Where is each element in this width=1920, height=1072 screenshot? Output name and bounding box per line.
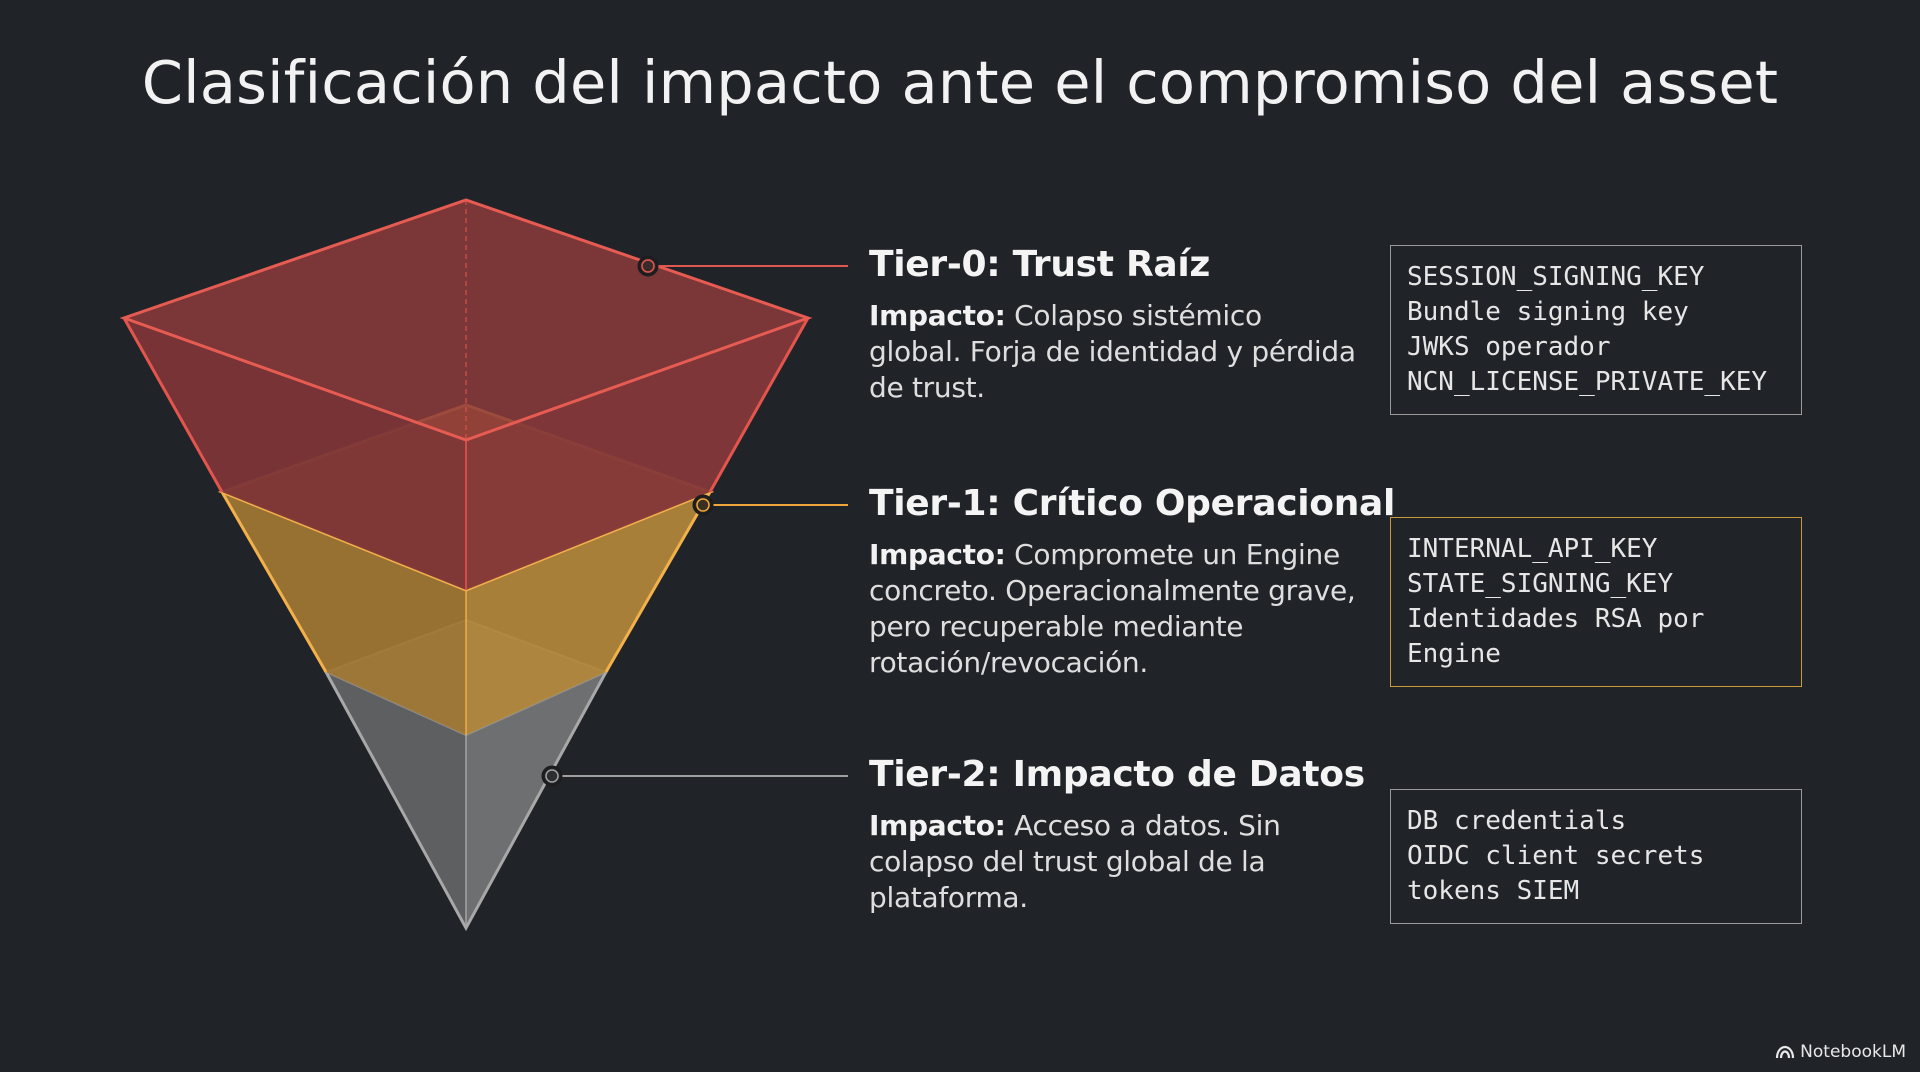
- tier-1-impact-text: Compromete un Engine concreto. Operacion…: [869, 538, 1356, 679]
- tier-1-asset: INTERNAL_API_KEY: [1407, 534, 1658, 564]
- tier-2-asset: DB credentials: [1407, 806, 1627, 836]
- tier-0-description: Impacto: Colapso sistémico global. Forja…: [869, 298, 1359, 406]
- tier-0-asset-box: SESSION_SIGNING_KEY Bundle signing key J…: [1390, 245, 1802, 415]
- tier-1-connector: [692, 494, 848, 516]
- tier-0-segment: [119, 198, 813, 590]
- tier-2-asset: tokens SIEM: [1407, 876, 1580, 906]
- tier-1-description: Impacto: Compromete un Engine concreto. …: [869, 537, 1359, 681]
- tier-0-asset: SESSION_SIGNING_KEY: [1407, 262, 1705, 292]
- tier-0-asset: JWKS operador: [1407, 332, 1611, 362]
- tier-2-impact-label: Impacto:: [869, 809, 1006, 842]
- brand-label: NotebookLM: [1800, 1042, 1906, 1062]
- tier-0-connector: [637, 255, 848, 277]
- tier-1-impact-label: Impacto:: [869, 538, 1006, 571]
- tier-1-asset: Identidades RSA por: [1407, 604, 1705, 634]
- tier-0-asset: NCN_LICENSE_PRIVATE_KEY: [1407, 367, 1768, 397]
- tier-2-asset-box: DB credentials OIDC client secrets token…: [1390, 789, 1802, 924]
- tier-2-connector: [541, 765, 848, 787]
- tier-0-asset: Bundle signing key: [1407, 297, 1689, 327]
- tier-0-heading: Tier-0: Trust Raíz: [869, 244, 1211, 285]
- tier-2-impact-text: Acceso a datos. Sin colapso del trust gl…: [869, 809, 1281, 914]
- tier-1-asset: STATE_SIGNING_KEY: [1407, 569, 1674, 599]
- notebooklm-icon: [1776, 1045, 1795, 1059]
- tier-2-description: Impacto: Acceso a datos. Sin colapso del…: [869, 808, 1359, 916]
- tier-1-asset: Engine: [1407, 639, 1501, 669]
- tier-0-impact-text: Colapso sistémico global. Forja de ident…: [869, 299, 1356, 404]
- page-title: Clasificación del impacto ante el compro…: [141, 48, 1779, 117]
- notebooklm-brand: NotebookLM: [1775, 1042, 1906, 1062]
- tier-0-impact-label: Impacto:: [869, 299, 1006, 332]
- tier-1-asset-box: INTERNAL_API_KEY STATE_SIGNING_KEY Ident…: [1390, 517, 1802, 687]
- tier-1-heading: Tier-1: Crítico Operacional: [869, 483, 1396, 524]
- tier-2-heading: Tier-2: Impacto de Datos: [869, 754, 1365, 795]
- tier-2-asset: OIDC client secrets: [1407, 841, 1705, 871]
